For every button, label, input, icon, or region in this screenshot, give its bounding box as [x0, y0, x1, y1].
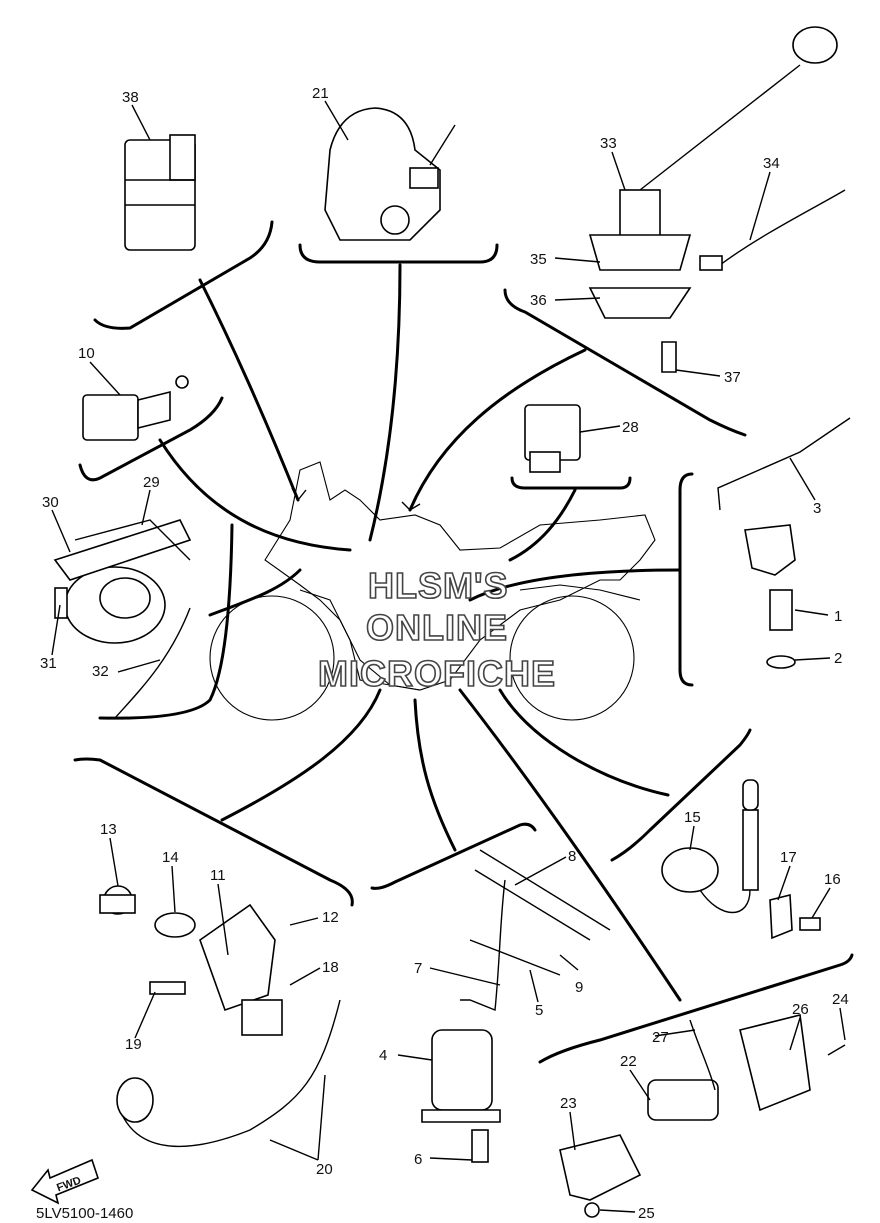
callout-5: 5 — [535, 1002, 543, 1019]
callout-18: 18 — [322, 959, 339, 976]
sensor-10-part — [82, 375, 189, 441]
callout-11: 11 — [210, 867, 226, 884]
relay-28-part — [524, 404, 581, 473]
diagram-code: 5LV5100-1460 — [36, 1205, 133, 1222]
callout-10: 10 — [78, 345, 95, 362]
motorcycle-outline — [209, 461, 656, 721]
callout-8: 8 — [568, 848, 576, 865]
callout-31: 31 — [40, 655, 57, 672]
callout-38: 38 — [122, 89, 139, 106]
callout-labels: 38 21 33 34 35 36 37 10 28 3 1 2 29 30 3… — [40, 85, 849, 1222]
callout-22: 22 — [620, 1053, 637, 1070]
fwd-arrow: FWD — [30, 1158, 99, 1205]
callout-28: 28 — [622, 419, 639, 436]
callout-25: 25 — [638, 1205, 655, 1222]
switch-15-part — [661, 779, 821, 940]
watermark-line-1: HLSM'S — [368, 565, 509, 606]
callout-19: 19 — [125, 1036, 142, 1053]
callout-32: 32 — [92, 663, 109, 680]
callout-4: 4 — [379, 1047, 387, 1064]
callout-30: 30 — [42, 494, 59, 511]
callout-26: 26 — [792, 1001, 809, 1018]
sensor-3-part — [717, 417, 851, 669]
group-brackets — [73, 220, 854, 1064]
callout-9: 9 — [575, 979, 583, 996]
callout-34: 34 — [763, 155, 780, 172]
switch-21-part — [324, 107, 456, 241]
callout-36: 36 — [530, 292, 547, 309]
callout-33: 33 — [600, 135, 617, 152]
callout-12: 12 — [322, 909, 339, 926]
callout-23: 23 — [560, 1095, 577, 1112]
callout-24: 24 — [832, 991, 849, 1008]
callout-leaders — [51, 100, 846, 1213]
solenoid-4-part — [421, 849, 611, 1163]
leader-lines — [158, 263, 682, 1002]
callout-16: 16 — [824, 871, 841, 888]
watermark-line-3: MICROFICHE — [318, 653, 556, 694]
watermark: HLSM'S ONLINE MICROFICHE — [317, 564, 556, 695]
callout-14: 14 — [162, 849, 179, 866]
horn-30-part — [53, 519, 192, 719]
callout-15: 15 — [684, 809, 701, 826]
watermark-line-2: ONLINE — [366, 607, 508, 648]
callout-2: 2 — [834, 650, 842, 667]
callout-27: 27 — [652, 1029, 669, 1046]
callout-13: 13 — [100, 821, 117, 838]
callout-37: 37 — [724, 369, 741, 386]
relay-38-part — [124, 134, 196, 251]
callout-6: 6 — [414, 1151, 422, 1168]
pickup-coil-11-part — [99, 885, 341, 1148]
callout-20: 20 — [316, 1161, 333, 1178]
callout-17: 17 — [780, 849, 797, 866]
sensor-22-part — [559, 1014, 846, 1218]
callout-1: 1 — [834, 608, 842, 625]
callout-21: 21 — [312, 85, 329, 102]
callout-35: 35 — [530, 251, 547, 268]
sender-33-part — [588, 26, 846, 373]
callout-29: 29 — [143, 474, 160, 491]
callout-7: 7 — [414, 960, 422, 977]
callout-3: 3 — [813, 500, 821, 517]
